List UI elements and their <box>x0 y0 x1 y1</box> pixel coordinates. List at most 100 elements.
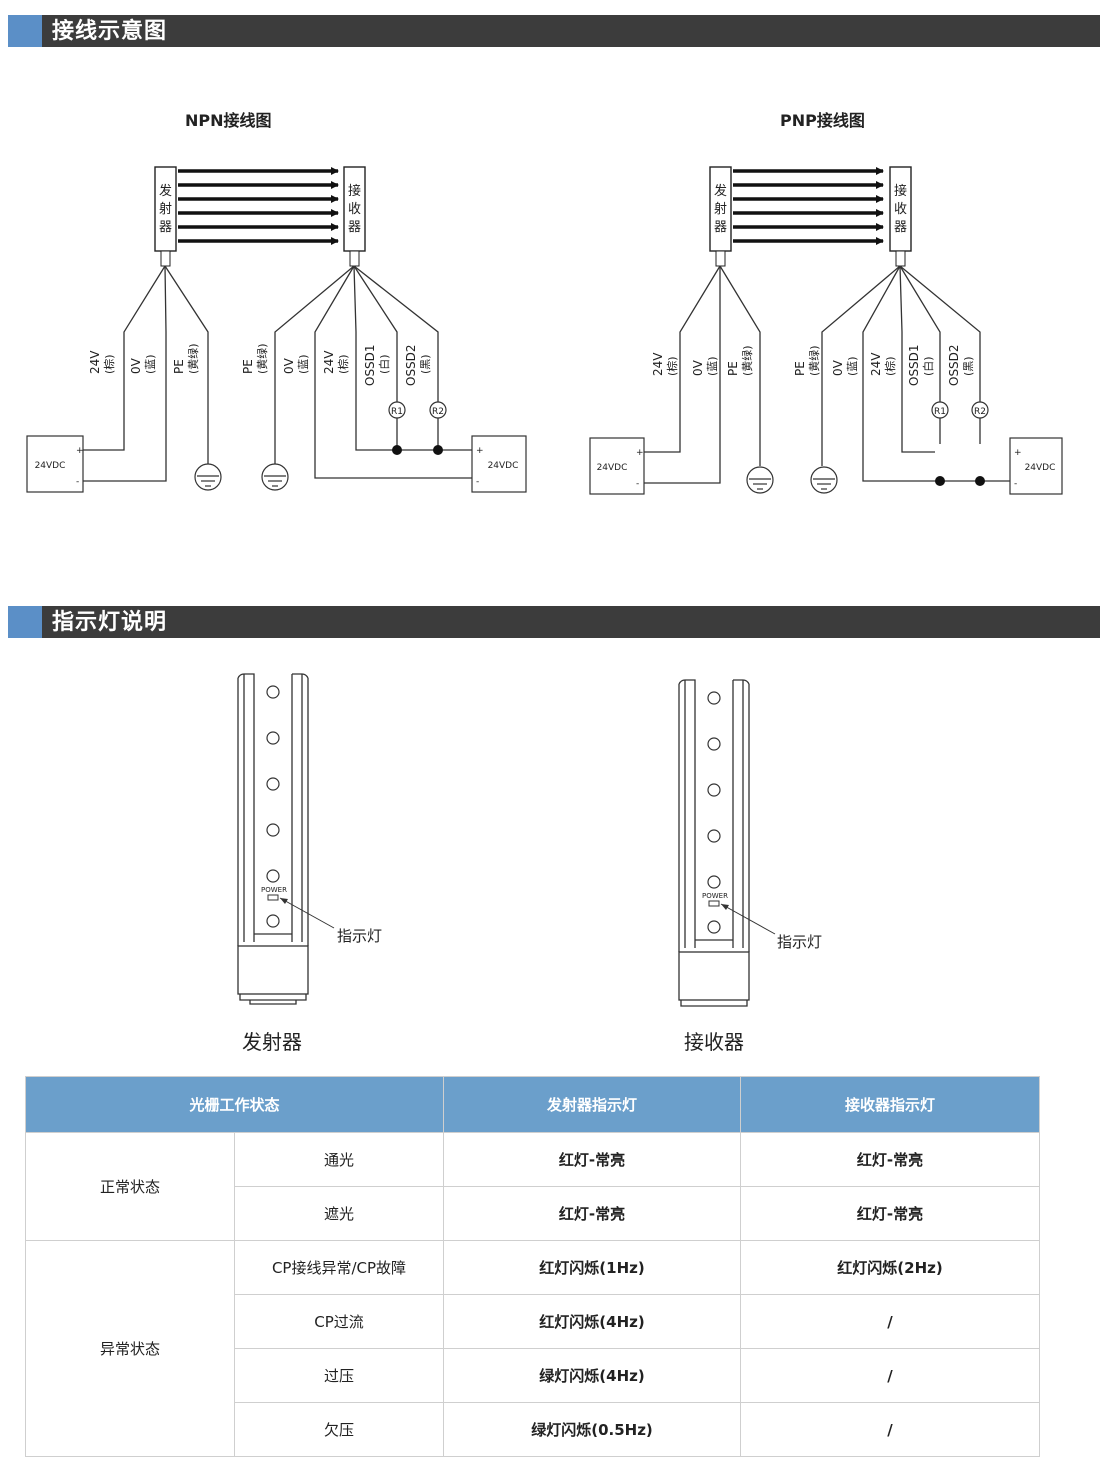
svg-text:24VDC: 24VDC <box>488 461 519 471</box>
npn-emitter-char-1: 射 <box>159 201 172 217</box>
pnp-receiver-char-2: 器 <box>894 220 907 235</box>
condition-cell: CP过流 <box>233 1294 445 1349</box>
emitter-cell: 红灯-常亮 <box>443 1186 742 1241</box>
table-row: CP过流 红灯闪烁(4Hz) / <box>26 1294 1041 1349</box>
npn-receiver-char-0: 接 <box>348 183 361 199</box>
svg-text:+: + <box>636 448 644 458</box>
condition-cell: CP接线异常/CP故障 <box>233 1240 445 1295</box>
npn-emitter-char-2: 器 <box>159 220 172 235</box>
npn-wire-labels: 24V (棕) 0V (蓝) PE (黄绿) PE (黄绿) 0V (蓝) 24… <box>88 343 432 386</box>
svg-text:24VDC: 24VDC <box>1025 463 1056 473</box>
section-title-indicator: 指示灯说明 <box>52 610 168 635</box>
table-row: 遮光 红灯-常亮 红灯-常亮 <box>26 1186 1041 1241</box>
svg-text:24V: 24V <box>322 350 336 374</box>
svg-text:PE: PE <box>793 361 807 376</box>
npn-light-beams <box>178 167 339 245</box>
emitter-cell: 红灯闪烁(4Hz) <box>443 1294 742 1349</box>
emitter-led-circles <box>266 685 280 928</box>
svg-text:(白): (白) <box>377 354 391 374</box>
receiver-cell: 红灯-常亮 <box>740 1132 1041 1187</box>
section-title-wiring: 接线示意图 <box>52 19 168 44</box>
svg-text:0V: 0V <box>831 359 845 376</box>
pnp-receiver-box: 接 收 器 <box>889 166 912 267</box>
table-row: 欠压 绿灯闪烁(0.5Hz) / <box>26 1402 1041 1457</box>
npn-resistor-r1: R1 <box>388 401 406 419</box>
emitter-pointer-line <box>279 897 335 929</box>
condition-cell: 过压 <box>233 1348 445 1403</box>
section-bar-wiring: 接线示意图 <box>8 15 1100 47</box>
npn-ground-right <box>261 463 289 491</box>
npn-ground-left <box>194 463 222 491</box>
pnp-diagram-title: PNP接线图 <box>780 111 865 130</box>
svg-text:0V: 0V <box>691 359 705 376</box>
receiver-cell: / <box>740 1294 1041 1349</box>
pnp-emitter-char-0: 发 <box>714 183 727 199</box>
svg-text:(蓝): (蓝) <box>846 356 859 376</box>
npn-psu-right: 24VDC + - <box>471 435 527 493</box>
receiver-caption: 接收器 <box>684 1030 744 1054</box>
receiver-power-led <box>708 900 720 907</box>
pnp-junction-dots <box>935 476 985 486</box>
receiver-cell: 红灯-常亮 <box>740 1186 1041 1241</box>
svg-text:(白): (白) <box>921 356 935 376</box>
receiver-cell: 红灯闪烁(2Hz) <box>740 1240 1041 1295</box>
npn-emitter-box: 发 射 器 <box>154 166 177 267</box>
npn-receiver-box: 接 收 器 <box>343 166 366 267</box>
svg-text:(蓝): (蓝) <box>144 354 157 374</box>
section-accent <box>8 15 42 47</box>
pnp-light-beams <box>733 167 884 245</box>
emitter-indicator-pointer-label: 指示灯 <box>337 927 383 945</box>
svg-text:+: + <box>476 446 484 456</box>
pnp-ground-left <box>746 466 774 494</box>
svg-text:OSSD2: OSSD2 <box>404 344 418 386</box>
receiver-pointer-line <box>720 903 776 935</box>
svg-text:24V: 24V <box>869 352 883 376</box>
svg-text:OSSD2: OSSD2 <box>947 344 961 386</box>
svg-text:R2: R2 <box>432 407 444 417</box>
npn-emitter-char-0: 发 <box>159 183 172 199</box>
condition-cell: 遮光 <box>233 1186 445 1241</box>
condition-cell: 通光 <box>233 1132 445 1187</box>
svg-text:(黄绿): (黄绿) <box>186 343 200 374</box>
svg-text:-: - <box>76 477 79 487</box>
pnp-emitter-box: 发 射 器 <box>709 166 732 267</box>
svg-text:R1: R1 <box>391 407 403 417</box>
pnp-receiver-char-1: 收 <box>894 202 907 217</box>
emitter-power-led <box>267 894 279 901</box>
receiver-cell: / <box>740 1402 1041 1457</box>
receiver-device-drawing: POWER <box>678 679 776 1007</box>
receiver-indicator-pointer-label: 指示灯 <box>777 933 823 951</box>
table-row: 异常状态 CP接线异常/CP故障 红灯闪烁(1Hz) 红灯闪烁(2Hz) <box>25 1240 1041 1457</box>
svg-text:(棕): (棕) <box>665 356 679 376</box>
pnp-emitter-char-2: 器 <box>714 220 727 235</box>
svg-text:24VDC: 24VDC <box>35 461 66 471</box>
npn-diagram-title: NPN接线图 <box>185 111 272 130</box>
svg-text:(棕): (棕) <box>336 354 350 374</box>
section-accent <box>8 606 42 638</box>
svg-text:R2: R2 <box>974 407 986 417</box>
table-row: 过压 绿灯闪烁(4Hz) / <box>26 1348 1041 1403</box>
svg-text:OSSD1: OSSD1 <box>363 344 377 386</box>
pnp-wiring-diagram: 发 射 器 接 收 器 R1 R2 <box>589 166 1063 495</box>
emitter-cell: 绿灯闪烁(4Hz) <box>443 1348 742 1403</box>
section-bar-indicator: 指示灯说明 <box>8 606 1100 638</box>
svg-text:(黄绿): (黄绿) <box>255 343 269 374</box>
emitter-device-drawing: POWER <box>237 673 335 1005</box>
svg-text:(蓝): (蓝) <box>297 354 310 374</box>
table-header-row: 光栅工作状态 发射器指示灯 接收器指示灯 <box>24 1076 1041 1133</box>
pnp-resistor-r2: R2 <box>971 401 989 419</box>
indicator-status-table: 光栅工作状态 发射器指示灯 接收器指示灯 正常状态 通光 红灯-常亮 红灯-常亮… <box>24 1076 1041 1457</box>
svg-text:(黄绿): (黄绿) <box>807 345 821 376</box>
svg-text:PE: PE <box>241 359 255 374</box>
receiver-cell: / <box>740 1348 1041 1403</box>
svg-text:(棕): (棕) <box>883 356 897 376</box>
table-row: 正常状态 通光 红灯-常亮 红灯-常亮 <box>25 1132 1041 1241</box>
pnp-receiver-char-0: 接 <box>894 183 907 199</box>
emitter-cell: 红灯-常亮 <box>443 1132 742 1187</box>
npn-receiver-char-1: 收 <box>348 202 361 217</box>
emitter-cell: 红灯闪烁(1Hz) <box>443 1240 742 1295</box>
svg-text:-: - <box>476 477 479 487</box>
group-label-abnormal: 异常状态 <box>25 1240 235 1457</box>
npn-resistor-r2: R2 <box>429 401 447 419</box>
pnp-ground-right <box>810 466 838 494</box>
